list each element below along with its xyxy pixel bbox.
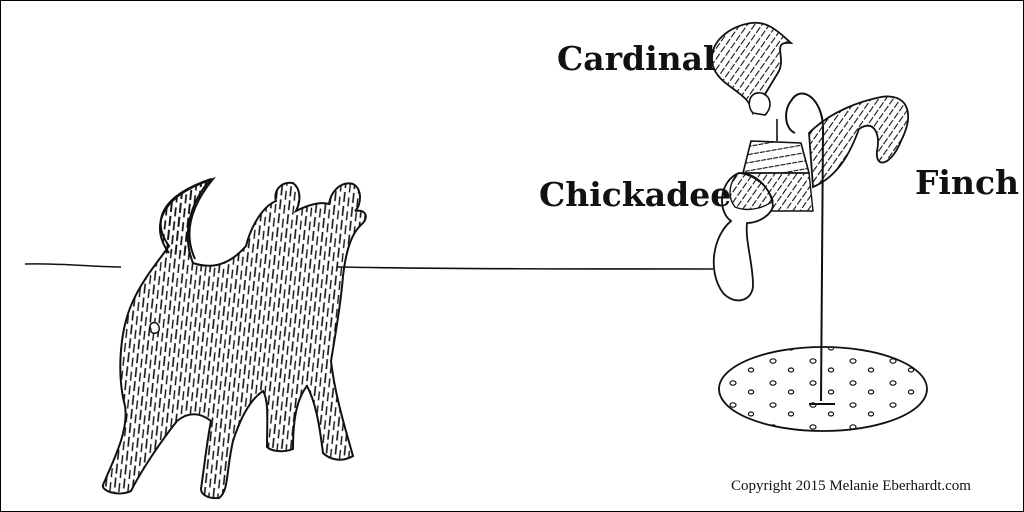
chickadee-label: Chickadee bbox=[539, 175, 732, 214]
dog-drawing bbox=[101, 177, 367, 500]
finch-label: Finch bbox=[915, 163, 1020, 202]
cardinal-label: Cardinal bbox=[557, 39, 716, 78]
horizon-line bbox=[24, 263, 714, 270]
feeder-drawing bbox=[711, 21, 928, 432]
copyright-notice: Copyright 2015 Melanie Eberhardt.com bbox=[731, 478, 971, 494]
